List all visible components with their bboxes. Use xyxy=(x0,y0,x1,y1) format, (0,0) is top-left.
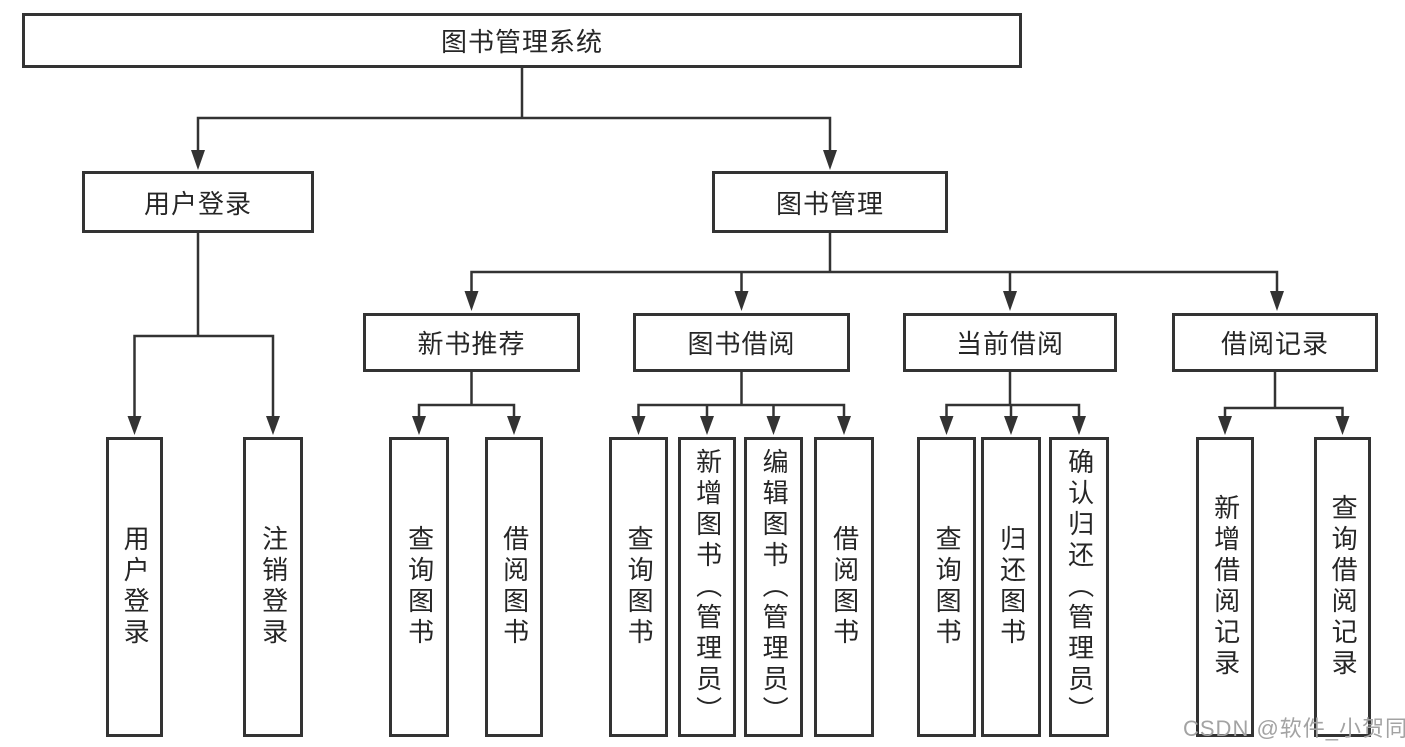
node-library-management-system: 图书管理系统 xyxy=(22,13,1022,68)
node-label: 归还图书 xyxy=(996,525,1027,649)
edge-root-to-level2 xyxy=(196,66,832,153)
node-label: 注销登录 xyxy=(258,525,289,649)
node-label: 新增借阅记录 xyxy=(1210,494,1241,680)
node-label: 编辑图书（管理员） xyxy=(759,447,790,727)
arrowhead xyxy=(127,416,142,435)
node-label: 新书推荐 xyxy=(417,329,526,359)
node-book-borrowing: 图书借阅 xyxy=(633,313,850,372)
node-label: 图书管理 xyxy=(775,188,884,219)
leaf-confirm-return-admin: 确认归还（管理员） xyxy=(1049,437,1109,737)
node-label: 查询图书 xyxy=(404,525,435,649)
arrowhead xyxy=(766,416,781,435)
node-label: 借阅记录 xyxy=(1220,329,1329,359)
leaf-add-books-admin: 新增图书（管理员） xyxy=(678,437,736,737)
node-label: 用户登录 xyxy=(143,188,252,219)
leaf-query-books-borrowing: 查询图书 xyxy=(609,437,668,737)
node-current-borrowing: 当前借阅 xyxy=(903,313,1117,372)
arrowhead xyxy=(700,416,714,435)
arrowheads xyxy=(127,150,1350,435)
arrowhead xyxy=(266,416,280,435)
leaf-query-books-current: 查询图书 xyxy=(917,437,976,737)
node-user-login: 用户登录 xyxy=(82,171,314,233)
node-new-book-recommendation: 新书推荐 xyxy=(363,313,580,372)
node-label: 图书借阅 xyxy=(687,329,796,359)
edge-current-to-leaves xyxy=(945,369,1081,420)
leaf-user-login: 用户登录 xyxy=(106,437,163,737)
arrowhead xyxy=(1335,416,1350,435)
edge-borrow-to-leaves xyxy=(637,369,846,420)
edge-bookmgmt-to-level3 xyxy=(470,231,1279,295)
arrowhead xyxy=(1003,291,1017,311)
arrowhead xyxy=(1218,416,1232,435)
node-label: 借阅图书 xyxy=(829,525,860,649)
leaf-borrow-books-recommend: 借阅图书 xyxy=(485,437,543,737)
leaf-return-books: 归还图书 xyxy=(981,437,1041,737)
arrowhead xyxy=(1270,291,1284,311)
arrowhead xyxy=(734,291,749,311)
leaf-add-borrow-record: 新增借阅记录 xyxy=(1196,437,1254,737)
node-label: 当前借阅 xyxy=(955,329,1064,359)
arrowhead xyxy=(412,416,426,435)
arrowhead xyxy=(837,416,851,435)
edge-userlogin-to-leaves xyxy=(133,231,275,419)
arrowhead xyxy=(1072,416,1086,435)
node-label: 查询借阅记录 xyxy=(1328,494,1359,680)
node-label: 新增图书（管理员） xyxy=(692,447,723,727)
edge-records-to-leaves xyxy=(1223,370,1344,420)
arrowhead xyxy=(939,416,954,435)
leaf-borrow-books-borrowing: 借阅图书 xyxy=(814,437,874,737)
node-book-management: 图书管理 xyxy=(712,171,948,233)
leaf-logout: 注销登录 xyxy=(243,437,303,737)
node-label: 确认归还（管理员） xyxy=(1064,447,1095,727)
node-label: 借阅图书 xyxy=(499,525,530,649)
arrowhead xyxy=(823,150,837,170)
node-borrowing-records: 借阅记录 xyxy=(1172,313,1378,372)
csdn-watermark: CSDN @软件_小贺同学 xyxy=(1183,716,1405,741)
node-label: 查询图书 xyxy=(932,525,963,649)
arrowhead xyxy=(1004,416,1018,435)
arrowhead xyxy=(191,150,205,170)
node-label: 图书管理系统 xyxy=(440,27,603,57)
leaf-query-books-recommend: 查询图书 xyxy=(389,437,449,737)
arrowhead xyxy=(631,416,646,435)
arrowhead xyxy=(507,416,521,435)
leaf-query-borrow-record: 查询借阅记录 xyxy=(1314,437,1371,737)
node-label: 查询图书 xyxy=(624,525,655,649)
leaf-edit-books-admin: 编辑图书（管理员） xyxy=(744,437,803,737)
edge-newbook-to-leaves xyxy=(417,369,516,420)
node-label: 用户登录 xyxy=(120,525,151,649)
arrowhead xyxy=(464,291,479,311)
